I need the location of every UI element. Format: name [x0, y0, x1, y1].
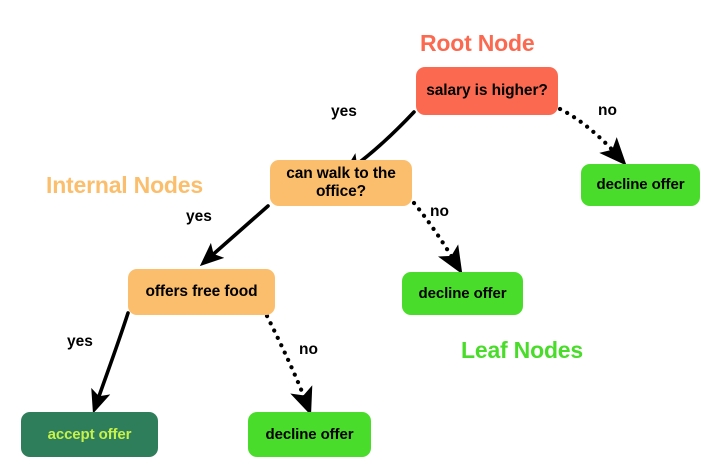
edge-food-no [264, 313, 313, 416]
edge-walk-yes [199, 204, 270, 267]
node-decline-offer-top[interactable]: decline offer [581, 164, 700, 206]
node-salary-is-higher[interactable]: salary is higher? [416, 67, 558, 115]
edge-label-food-yes: yes [67, 333, 93, 350]
node-decline-offer-mid[interactable]: decline offer [402, 272, 523, 315]
edge-label-salary-yes: yes [331, 103, 357, 120]
edge-food-yes [91, 311, 130, 414]
node-offers-free-food[interactable]: offers free food [128, 269, 275, 315]
internal-nodes-label: Internal Nodes [46, 172, 203, 198]
leaf-nodes-label: Leaf Nodes [461, 337, 583, 363]
edge-label-walk-no: no [430, 203, 449, 220]
edge-label-walk-yes: yes [186, 208, 212, 225]
node-accept-offer[interactable]: accept offer [21, 412, 158, 457]
node-can-walk-to-office[interactable]: can walk to the office? [270, 160, 412, 206]
root-node-label: Root Node [420, 30, 535, 56]
node-decline-offer-bottom[interactable]: decline offer [248, 412, 371, 457]
edge-label-salary-no: no [598, 102, 617, 119]
edge-label-food-no: no [299, 341, 318, 358]
